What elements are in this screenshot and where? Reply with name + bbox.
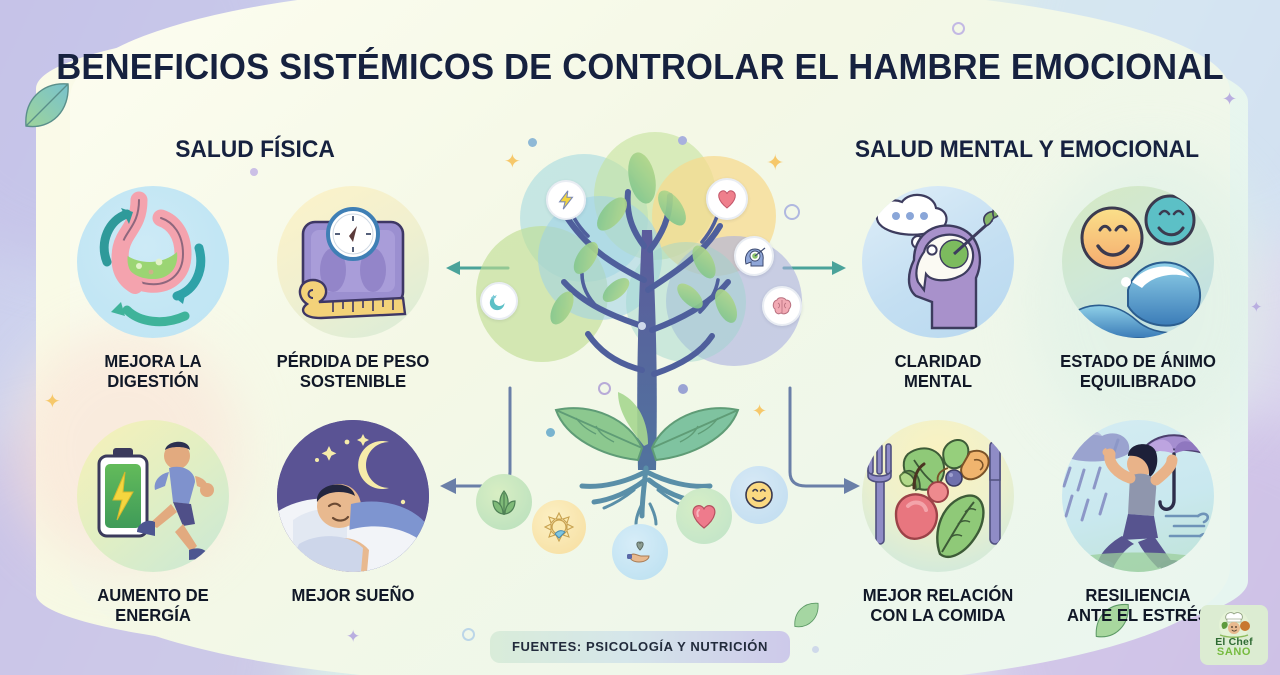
sparkle-tree-left: ✦ [504,151,521,173]
benefit-label-weight: PÉRDIDA DE PESO SOSTENIBLE [276,351,430,391]
sparkle-decor-3: ✦ [346,627,361,646]
head-target-icon [862,186,1014,338]
ring-decor-2 [462,628,475,641]
benefit-label-sleep: MEJOR SUEÑO [291,585,415,605]
badge-head-arrow [734,236,774,276]
sparkle-decor-4: ✦ [1250,299,1263,316]
ring-tree-2 [598,382,611,395]
benefit-label-mood: ESTADO DE ÁNIMO EQUILIBRADO [1060,351,1216,391]
dot-tree-4 [546,428,555,437]
benefit-card-energy[interactable]: AUMENTO DE ENERGÍA [58,420,248,625]
benefit-card-digestion[interactable]: MEJORA LA DIGESTIÓN [58,186,248,391]
root-badge-smiley [730,466,788,524]
heart-icon [718,190,736,209]
column-heading-mental: SALUD MENTAL Y EMOCIONAL [854,136,1200,163]
smiley-icon [745,481,773,509]
chef-hat-icon [1219,610,1250,639]
dot-decor-1 [250,168,258,176]
benefit-card-sleep[interactable]: MEJOR SUEÑO [258,420,448,606]
brain-icon [772,297,792,315]
leaf-decor-bottom-right [1095,604,1129,638]
sparkle-decor-2: ✦ [44,391,61,413]
lightning-bolt-icon [558,190,574,210]
badge-brain [762,286,802,326]
ring-tree-1 [784,204,800,220]
benefit-card-mood[interactable]: ESTADO DE ÁNIMO EQUILIBRADO [1043,186,1233,391]
root-badge-hand-heart [612,524,668,580]
benefit-label-clarity: CLARIDAD MENTAL [894,351,982,391]
sun-icon [544,512,574,542]
badge-lightning-bolt [546,180,586,220]
leaf-decor-left-mid [794,602,819,628]
dot-tree-1 [528,138,537,147]
dot-decor-2 [812,646,819,653]
hand-heart-icon [627,541,650,563]
root-badge-sun [532,500,586,554]
benefit-label-energy: AUMENTO DE ENERGÍA [97,585,209,625]
crescent-moon-icon [489,294,505,311]
central-tree-illustration: ✦ ✦ ✦ [466,130,826,580]
logo-line-2: SANO [1216,646,1252,658]
benefit-card-relation[interactable]: MEJOR RELACIÓN CON LA COMIDA [843,420,1033,625]
page-title: BENEFICIOS SISTÉMICOS DE CONTROLAR EL HA… [56,46,1224,87]
benefit-card-resilience[interactable]: RESILIENCIA ANTE EL ESTRÉS [1043,420,1233,625]
benefit-label-relation: MEJOR RELACIÓN CON LA COMIDA [862,585,1014,625]
scale-icon [277,186,429,338]
logo-line-1: El Chef [1215,636,1253,648]
footer-area: FUENTES: PSICOLOGÍA Y NUTRICIÓN [0,615,1280,675]
badge-heart [706,178,748,220]
stomach-icon [77,186,229,338]
connector-right-bottom [788,386,860,494]
leaf-icon [492,490,516,515]
battery-runner-icon [77,420,229,572]
dot-tree-3 [678,384,688,394]
benefit-label-digestion: MEJORA LA DIGESTIÓN [104,351,202,391]
source-note: FUENTES: PSICOLOGÍA Y NUTRICIÓN [490,631,790,663]
sparkle-tree-lower: ✦ [752,401,768,421]
sparkle-tree-right: ✦ [766,150,785,175]
healthy-plate-icon [862,420,1014,572]
root-badge-leaf [476,474,532,530]
benefit-label-resilience: RESILIENCIA ANTE EL ESTRÉS [1067,585,1209,625]
heart-icon [692,505,716,529]
benefit-card-clarity[interactable]: CLARIDAD MENTAL [843,186,1033,391]
brand-logo: El Chef SANO [1200,605,1268,665]
smiley-waves-icon [1062,186,1214,338]
dot-tree-5 [638,322,646,330]
dot-tree-2 [678,136,687,145]
umbrella-rain-icon [1062,420,1214,572]
column-heading-physical: SALUD FÍSICA [175,136,335,163]
benefit-card-weight[interactable]: PÉRDIDA DE PESO SOSTENIBLE [258,186,448,391]
ring-decor-1 [952,22,965,35]
head-arrow-icon [745,247,766,267]
sparkle-decor-1: ✦ [1222,89,1238,109]
root-badge-heart [676,488,732,544]
leaf-decor-top-left [25,83,69,128]
badge-crescent-moon [480,282,518,320]
sleeping-person-icon [277,420,429,572]
